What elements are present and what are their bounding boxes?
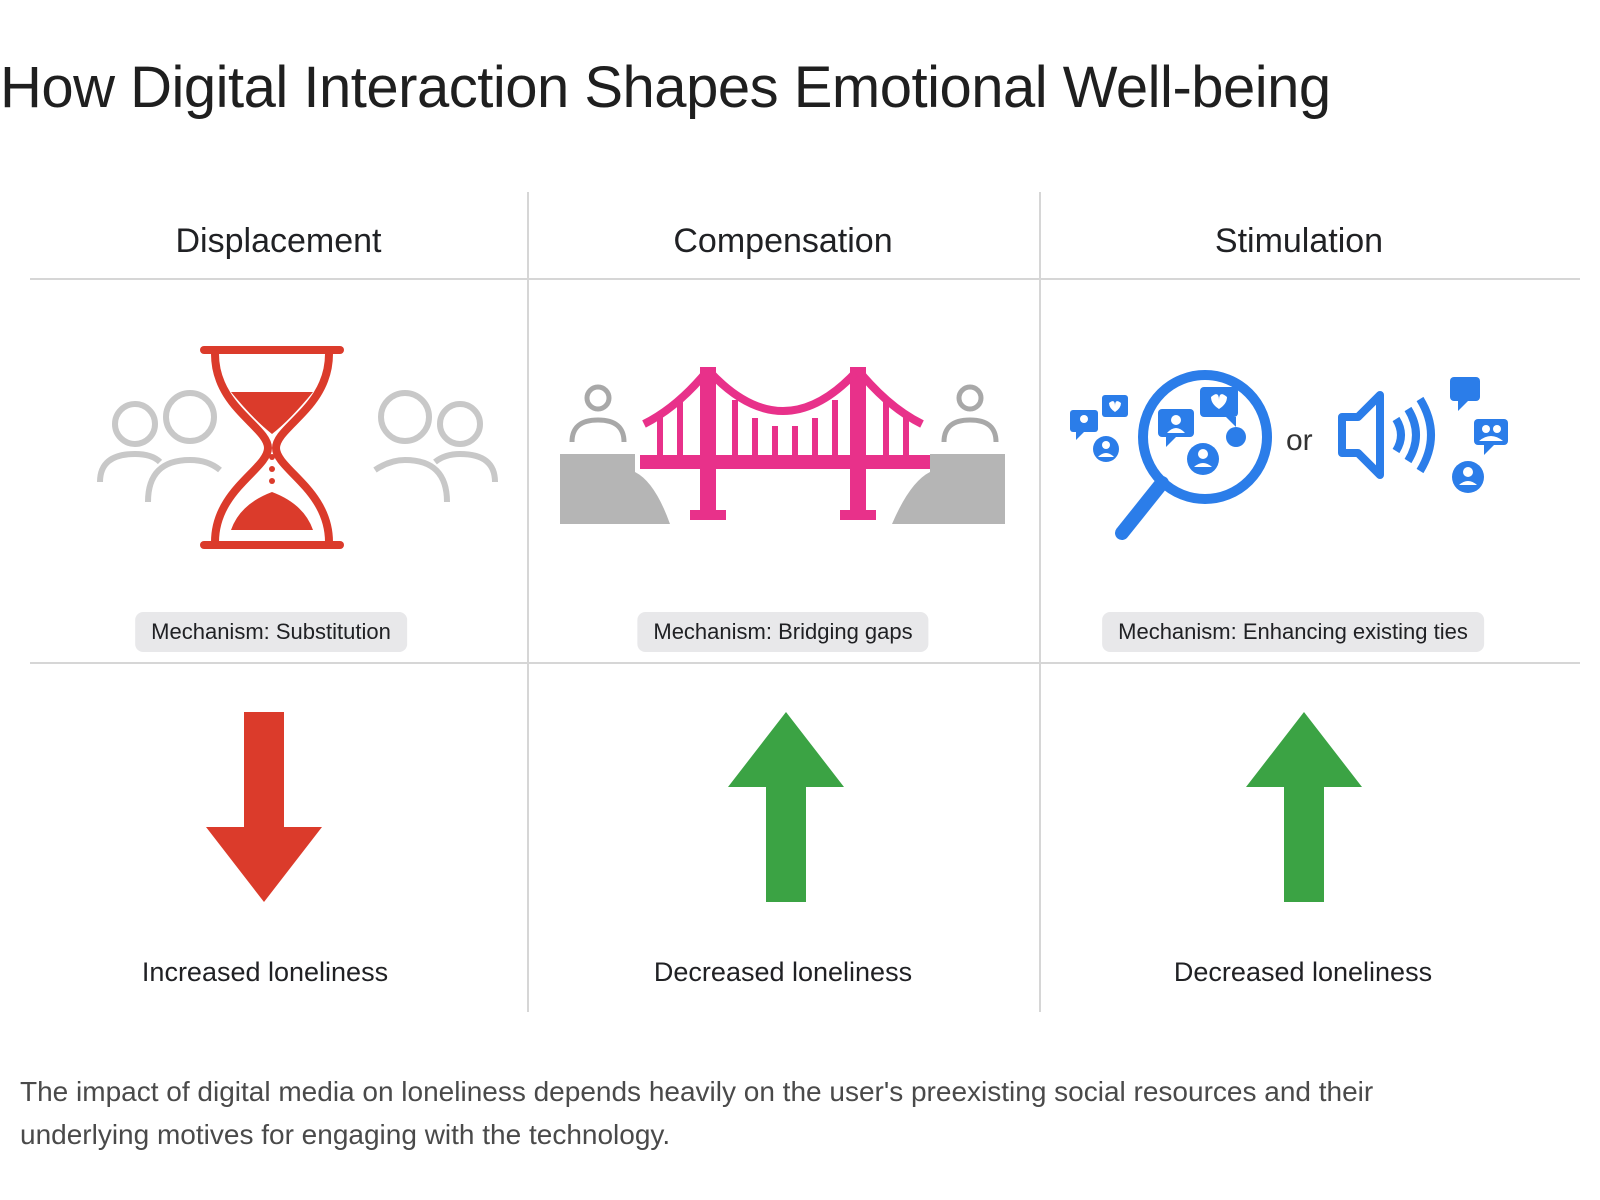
column-header-displacement: Displacement [175,222,382,260]
magnifier-social-icon: or [1070,370,1508,540]
row-divider [30,662,1580,664]
up-arrow-icon [1246,712,1362,902]
column-divider [1039,192,1041,1012]
page-title: How Digital Interaction Shapes Emotional… [0,55,1331,120]
column-header-stimulation: Stimulation [1214,222,1384,260]
outcome-increased-loneliness: Increased loneliness [141,957,389,987]
mechanism-label-substitution: Mechanism: Substitution [135,612,407,652]
up-arrow-icon [728,712,844,902]
outcome-decreased-loneliness: Decreased loneliness [1173,957,1433,987]
outcome-decreased-loneliness: Decreased loneliness [653,957,913,987]
hourglass-icon [97,346,498,549]
figure-caption: The impact of digital media on lonelines… [20,1076,1374,1150]
comparison-grid: Displacement Mechanism: Substitution Inc… [30,192,1580,1012]
column-divider [527,192,529,1012]
mechanism-label-bridging-gaps: Mechanism: Bridging gaps [637,612,929,652]
bridge-icon [560,367,1005,524]
or-connector: or [1286,424,1313,457]
down-arrow-icon [206,712,322,902]
header-divider [30,278,1580,280]
mechanism-label-enhancing-ties: Mechanism: Enhancing existing ties [1102,612,1484,652]
speaker-icon [1338,391,1435,479]
column-header-compensation: Compensation [673,222,893,260]
